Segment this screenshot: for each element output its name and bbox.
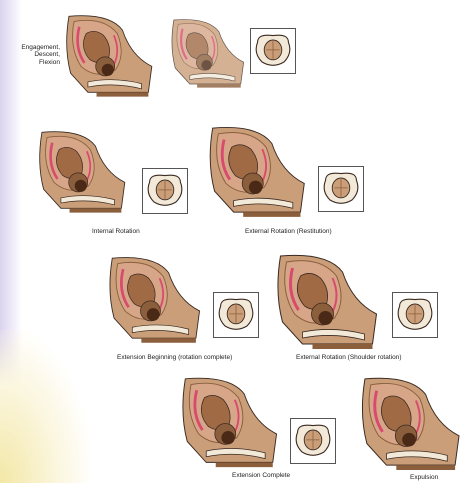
- caption-internal-rotation: Internal Rotation: [92, 228, 140, 235]
- illustration-internal-rotation: [35, 122, 130, 222]
- caption-external-rotation-restitution: External Rotation (Restitution): [245, 228, 332, 235]
- illustration-external-rotation-shoulder: [270, 252, 385, 352]
- caption-engagement-line3: Flexion: [8, 59, 60, 66]
- illustration-expulsion: [352, 375, 470, 473]
- caption-engagement-line1: Engagement,: [8, 44, 60, 51]
- caption-engagement-line2: Descent,: [8, 51, 60, 58]
- background-corner-tint: [0, 330, 90, 483]
- caption-engagement: Engagement, Descent, Flexion: [8, 44, 60, 66]
- pelvis-diagram-5: [392, 292, 438, 338]
- illustration-descent-outline: [168, 6, 248, 101]
- pelvis-diagram-3: [318, 166, 364, 212]
- illustration-external-rotation-restitution: [205, 122, 310, 222]
- illustration-extension-beginning: [105, 250, 205, 350]
- pelvis-diagram-4: [213, 292, 259, 338]
- caption-expulsion: Expulsion: [410, 474, 438, 481]
- pelvis-diagram-6: [290, 418, 336, 464]
- pelvis-diagram-1: [250, 28, 296, 74]
- illustration-engagement: [62, 6, 157, 106]
- pelvis-diagram-2: [142, 168, 188, 214]
- illustration-extension-complete: [175, 375, 285, 470]
- caption-external-rotation-shoulder: External Rotation (Shoulder rotation): [296, 354, 402, 361]
- caption-extension-complete: Extension Complete: [232, 472, 290, 479]
- caption-extension-beginning: Extension Beginning (rotation complete): [117, 354, 232, 361]
